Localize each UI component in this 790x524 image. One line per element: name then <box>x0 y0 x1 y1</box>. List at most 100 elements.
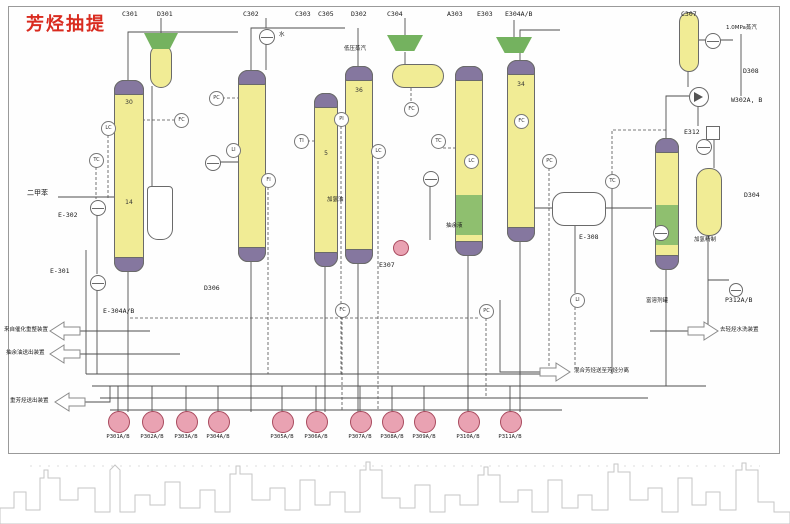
column-cap <box>345 249 373 264</box>
equipment-tag-a303: A303 <box>447 10 463 18</box>
exchanger-icon <box>423 171 439 187</box>
instrument-bubble: TI <box>294 134 309 149</box>
label-hydrotreat: 加氢精制 <box>694 237 717 243</box>
exchanger-icon <box>653 225 669 241</box>
city-skyline <box>0 461 790 524</box>
instrument-bubble: FC <box>514 114 529 129</box>
column-cap <box>238 70 266 85</box>
column-c303b: 36 <box>345 66 373 264</box>
instrument-bubble: FC <box>335 303 350 318</box>
equipment-tag-c303: C303 <box>295 10 311 18</box>
instrument-bubble: LC <box>464 154 479 169</box>
instrument-bubble: TC <box>89 153 104 168</box>
equipment-tag-e312: E312 <box>684 128 700 136</box>
column-cap <box>314 252 338 267</box>
column-c307 <box>679 12 699 72</box>
equipment-tag-c301: C301 <box>122 10 138 18</box>
compressor-w302-icon <box>689 87 709 107</box>
equipment-tag-d308: D308 <box>743 67 759 75</box>
pump-p303 <box>176 411 198 433</box>
equipment-tag-d301: D301 <box>157 10 173 18</box>
stream-label-xylene: 二甲苯 <box>27 189 48 197</box>
pump-label: P302A/B <box>140 434 164 440</box>
column-green-section <box>456 195 482 235</box>
pump-p306 <box>306 411 328 433</box>
equipment-tag-w302: W302A, B <box>731 96 763 104</box>
horizontal-vessel-e308 <box>552 192 606 226</box>
pump-label: P308A/B <box>380 434 404 440</box>
pump-p307 <box>350 411 372 433</box>
stream-label-steam: 1.0MPa蒸汽 <box>726 25 757 31</box>
pump-label: P303A/B <box>174 434 198 440</box>
instrument-bubble: PC <box>209 91 224 106</box>
equipment-tag-c304: C304 <box>387 10 403 18</box>
equipment-tag-d302: D302 <box>351 10 367 18</box>
column-cap <box>655 255 679 270</box>
tray-number: 5 <box>324 150 328 157</box>
tray-number: 34 <box>517 81 525 88</box>
pump-label: P307A/B <box>348 434 372 440</box>
stream-label-lp-steam: 低压蒸汽 <box>344 46 367 52</box>
instrument-bubble: TC <box>431 134 446 149</box>
compressor-triangle-icon <box>694 92 703 102</box>
column-cap <box>345 66 373 81</box>
instrument-bubble: LC <box>101 121 116 136</box>
pump-p302 <box>142 411 164 433</box>
equipment-tag-c305: C305 <box>318 10 334 18</box>
stream-label-water: 水 <box>279 32 285 38</box>
equipment-tag-c302: C302 <box>243 10 259 18</box>
column-cap <box>455 241 483 256</box>
column-cap <box>655 138 679 153</box>
drum-d302 <box>392 64 444 88</box>
pump-label: P304A/B <box>206 434 230 440</box>
e312-box <box>706 126 720 140</box>
stream-label-hydro-oil: 加氢油 <box>327 197 344 203</box>
hopper-2 <box>387 35 423 51</box>
column-cap <box>507 60 535 75</box>
pump-label: P310A/B <box>456 434 480 440</box>
column-cap <box>114 80 144 95</box>
column-cap <box>314 93 338 108</box>
instrument-bubble: TC <box>605 174 620 189</box>
equipment-tag-e308: E-308 <box>579 233 599 241</box>
column-cap <box>114 257 144 272</box>
pump-label: P301A/B <box>106 434 130 440</box>
pump-p305 <box>272 411 294 433</box>
equipment-tag-e303: E303 <box>477 10 493 18</box>
pump-p311 <box>500 411 522 433</box>
pump-label: P311A/B <box>498 434 522 440</box>
equipment-tag-e307: E307 <box>379 261 395 269</box>
stream-label-heavy-aromatics: 重芳烃送出装置 <box>10 398 49 404</box>
exchanger-icon <box>696 139 712 155</box>
column-c302 <box>238 70 266 262</box>
column-cap <box>455 66 483 81</box>
equipment-tag-c307: C307 <box>681 10 697 18</box>
column-c306: 34 <box>507 60 535 242</box>
instrument-bubble: FI <box>261 173 276 188</box>
pump-label: P309A/B <box>412 434 436 440</box>
pump-label: P305A/B <box>270 434 294 440</box>
exchanger-e302-icon <box>90 200 106 216</box>
pump-p309 <box>414 411 436 433</box>
column-cap <box>238 247 266 262</box>
diagram-title: 芳烃抽提 <box>26 14 106 35</box>
stream-label-water-wash: 去轻烃水洗装置 <box>720 327 759 333</box>
equipment-tag-d304: D304 <box>744 191 760 199</box>
stream-label-raffinate-liquid: 抽余液 <box>446 223 463 229</box>
furnace-vessel <box>147 186 173 240</box>
instrument-bubble: LI <box>226 143 241 158</box>
instrument-bubble: PC <box>479 304 494 319</box>
instrument-bubble: LI <box>570 293 585 308</box>
pump-label: P306A/B <box>304 434 328 440</box>
pump-p310 <box>458 411 480 433</box>
tray-number: 30 <box>125 99 133 106</box>
column-cap <box>507 227 535 242</box>
column-c301: 30 14 <box>114 80 144 272</box>
drum-d304 <box>696 168 722 236</box>
condenser-icon <box>705 33 721 49</box>
exchanger-e301-icon <box>90 275 106 291</box>
tray-number: 36 <box>355 87 363 94</box>
pump-p308 <box>382 411 404 433</box>
instrument-bubble: FC <box>174 113 189 128</box>
pump-p312-icon <box>729 283 743 297</box>
